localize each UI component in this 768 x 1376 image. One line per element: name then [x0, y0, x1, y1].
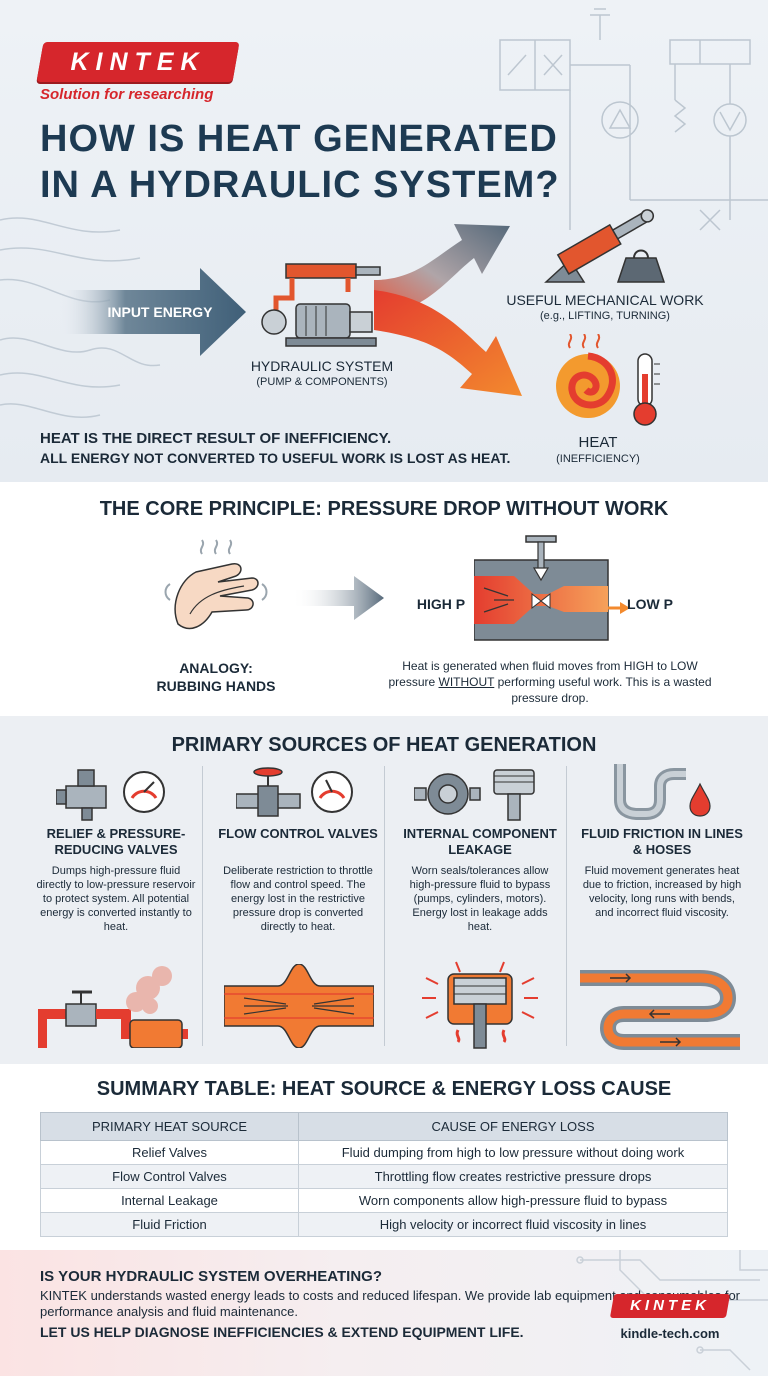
kintek-logo[interactable]: KINTEK — [36, 42, 240, 82]
hydraulic-pump-icon — [261, 263, 381, 347]
source-description: Deliberate restriction to throttle flow … — [223, 865, 373, 933]
footer-call-to-action[interactable]: LET US HELP DIAGNOSE INEFFICIENCIES & EX… — [40, 1324, 524, 1340]
footer-question: IS YOUR HYDRAULIC SYSTEM OVERHEATING? — [40, 1268, 382, 1285]
footer-kintek-logo[interactable]: KINTEK — [609, 1294, 731, 1318]
inefficiency-note-line1: HEAT IS THE DIRECT RESULT OF INEFFICIENC… — [40, 430, 392, 447]
heat-sublabel: (INEFFICIENCY) — [556, 453, 640, 465]
column-divider — [566, 766, 567, 1046]
table-header-row: PRIMARY HEAT SOURCE CAUSE OF ENERGY LOSS — [40, 1112, 728, 1141]
footer-cta-section: IS YOUR HYDRAULIC SYSTEM OVERHEATING? KI… — [0, 1250, 768, 1376]
table-cell: Flow Control Valves — [40, 1164, 299, 1189]
transition-arrow — [292, 576, 384, 620]
input-energy-label: INPUT ENERGY — [107, 304, 213, 320]
source-description: Worn seals/tolerances allow high-pressur… — [409, 865, 551, 933]
pressure-drop-valve-diagram — [474, 535, 609, 641]
source-description: Fluid movement generates heat due to fri… — [582, 865, 742, 919]
table-cell: Worn components allow high-pressure flui… — [298, 1188, 728, 1213]
friction-pipe-bend-illustration — [580, 970, 740, 1050]
source-card-fluid-friction: FLUID FRICTION IN LINES & HOSES Fluid mo… — [576, 764, 748, 1054]
core-principle-title: THE CORE PRINCIPLE: PRESSURE DROP WITHOU… — [99, 498, 669, 520]
rubbing-hands-icon — [164, 539, 268, 630]
heat-label: HEAT — [578, 434, 618, 451]
relief-valve-heat-illustration — [38, 966, 188, 1048]
hydraulic-system-sublabel: (PUMP & COMPONENTS) — [256, 376, 388, 388]
source-title: RELIEF & PRESSURE-REDUCING VALVES — [46, 826, 186, 857]
core-principle-section: THE CORE PRINCIPLE: PRESSURE DROP WITHOU… — [0, 482, 768, 716]
page-title: HOW IS HEAT GENERATED IN A HYDRAULIC SYS… — [40, 118, 560, 206]
analogy-label-line1: ANALOGY: — [179, 660, 253, 676]
relief-valve-icon — [56, 769, 165, 821]
hydraulic-system-label: HYDRAULIC SYSTEM — [250, 358, 394, 374]
inefficiency-note-line2: ALL ENERGY NOT CONVERTED TO USEFUL WORK … — [40, 450, 511, 466]
table-cell: Fluid dumping from high to low pressure … — [298, 1140, 728, 1165]
table-row: Relief Valves Fluid dumping from high to… — [40, 1140, 728, 1165]
column-divider — [384, 766, 385, 1046]
source-card-flow-control: FLOW CONTROL VALVES Deliberate restricti… — [212, 764, 384, 1054]
website-link[interactable]: kindle-tech.com — [620, 1326, 720, 1341]
low-pressure-label: LOW P — [627, 596, 673, 612]
throttle-restriction-illustration — [224, 964, 374, 1048]
table-row: Fluid Friction High velocity or incorrec… — [40, 1212, 728, 1237]
low-pressure-arrow — [608, 602, 630, 614]
source-title: INTERNAL COMPONENT LEAKAGE — [403, 826, 557, 857]
pump-piston-icon — [414, 769, 535, 821]
source-title: FLUID FRICTION IN LINES & HOSES — [581, 826, 743, 857]
table-row: Internal Leakage Worn components allow h… — [40, 1188, 728, 1213]
table-cell: Throttling flow creates restrictive pres… — [298, 1164, 728, 1189]
useful-work-label: USEFUL MECHANICAL WORK — [506, 292, 704, 308]
column-header: PRIMARY HEAT SOURCE — [40, 1112, 299, 1141]
source-card-relief-valves: RELIEF & PRESSURE-REDUCING VALVES Dumps … — [30, 764, 202, 1054]
brand-tagline: Solution for researching — [40, 86, 214, 103]
table-cell: Internal Leakage — [40, 1188, 299, 1213]
flow-lines-background — [0, 217, 161, 418]
energy-split-arrows — [374, 224, 522, 396]
source-description: Dumps high-pressure fluid directly to lo… — [36, 865, 196, 933]
hero-section: KINTEK Solution for researching HOW IS H… — [0, 0, 768, 482]
thermometer-icon — [633, 353, 660, 426]
column-header: CAUSE OF ENERGY LOSS — [298, 1112, 728, 1141]
heat-swirl-icon — [556, 334, 620, 418]
input-energy-arrow — [60, 268, 246, 356]
heat-sources-section: PRIMARY SOURCES OF HEAT GENERATION RELIE… — [0, 716, 768, 1064]
table-row: Flow Control Valves Throttling flow crea… — [40, 1164, 728, 1189]
leaking-piston-illustration — [422, 961, 538, 1049]
summary-section: SUMMARY TABLE: HEAT SOURCE & ENERGY LOSS… — [0, 1064, 768, 1250]
table-cell: Relief Valves — [40, 1140, 299, 1165]
source-title: FLOW CONTROL VALVES — [218, 826, 378, 841]
useful-work-sublabel: (e.g., LIFTING, TURNING) — [540, 310, 670, 322]
flow-control-valve-icon — [236, 767, 353, 817]
pipe-drop-icon — [614, 764, 711, 820]
without-emphasis: WITHOUT — [438, 675, 495, 689]
hydraulic-schematic-background — [499, 8, 768, 231]
high-pressure-label: HIGH P — [416, 596, 466, 612]
core-principle-description: Heat is generated when fluid moves from … — [388, 659, 712, 705]
footer-body-text: KINTEK understands wasted energy leads t… — [40, 1288, 741, 1319]
lifting-cylinder-icon — [544, 209, 666, 283]
summary-table-title: SUMMARY TABLE: HEAT SOURCE & ENERGY LOSS… — [96, 1078, 672, 1100]
analogy-label-line2: RUBBING HANDS — [156, 678, 276, 694]
source-card-internal-leakage: INTERNAL COMPONENT LEAKAGE Worn seals/to… — [394, 764, 566, 1054]
table-cell: Fluid Friction — [40, 1212, 299, 1237]
table-cell: High velocity or incorrect fluid viscosi… — [298, 1212, 728, 1237]
heat-sources-title: PRIMARY SOURCES OF HEAT GENERATION — [171, 734, 597, 756]
summary-table: PRIMARY HEAT SOURCE CAUSE OF ENERGY LOSS… — [40, 1112, 728, 1237]
column-divider — [202, 766, 203, 1046]
